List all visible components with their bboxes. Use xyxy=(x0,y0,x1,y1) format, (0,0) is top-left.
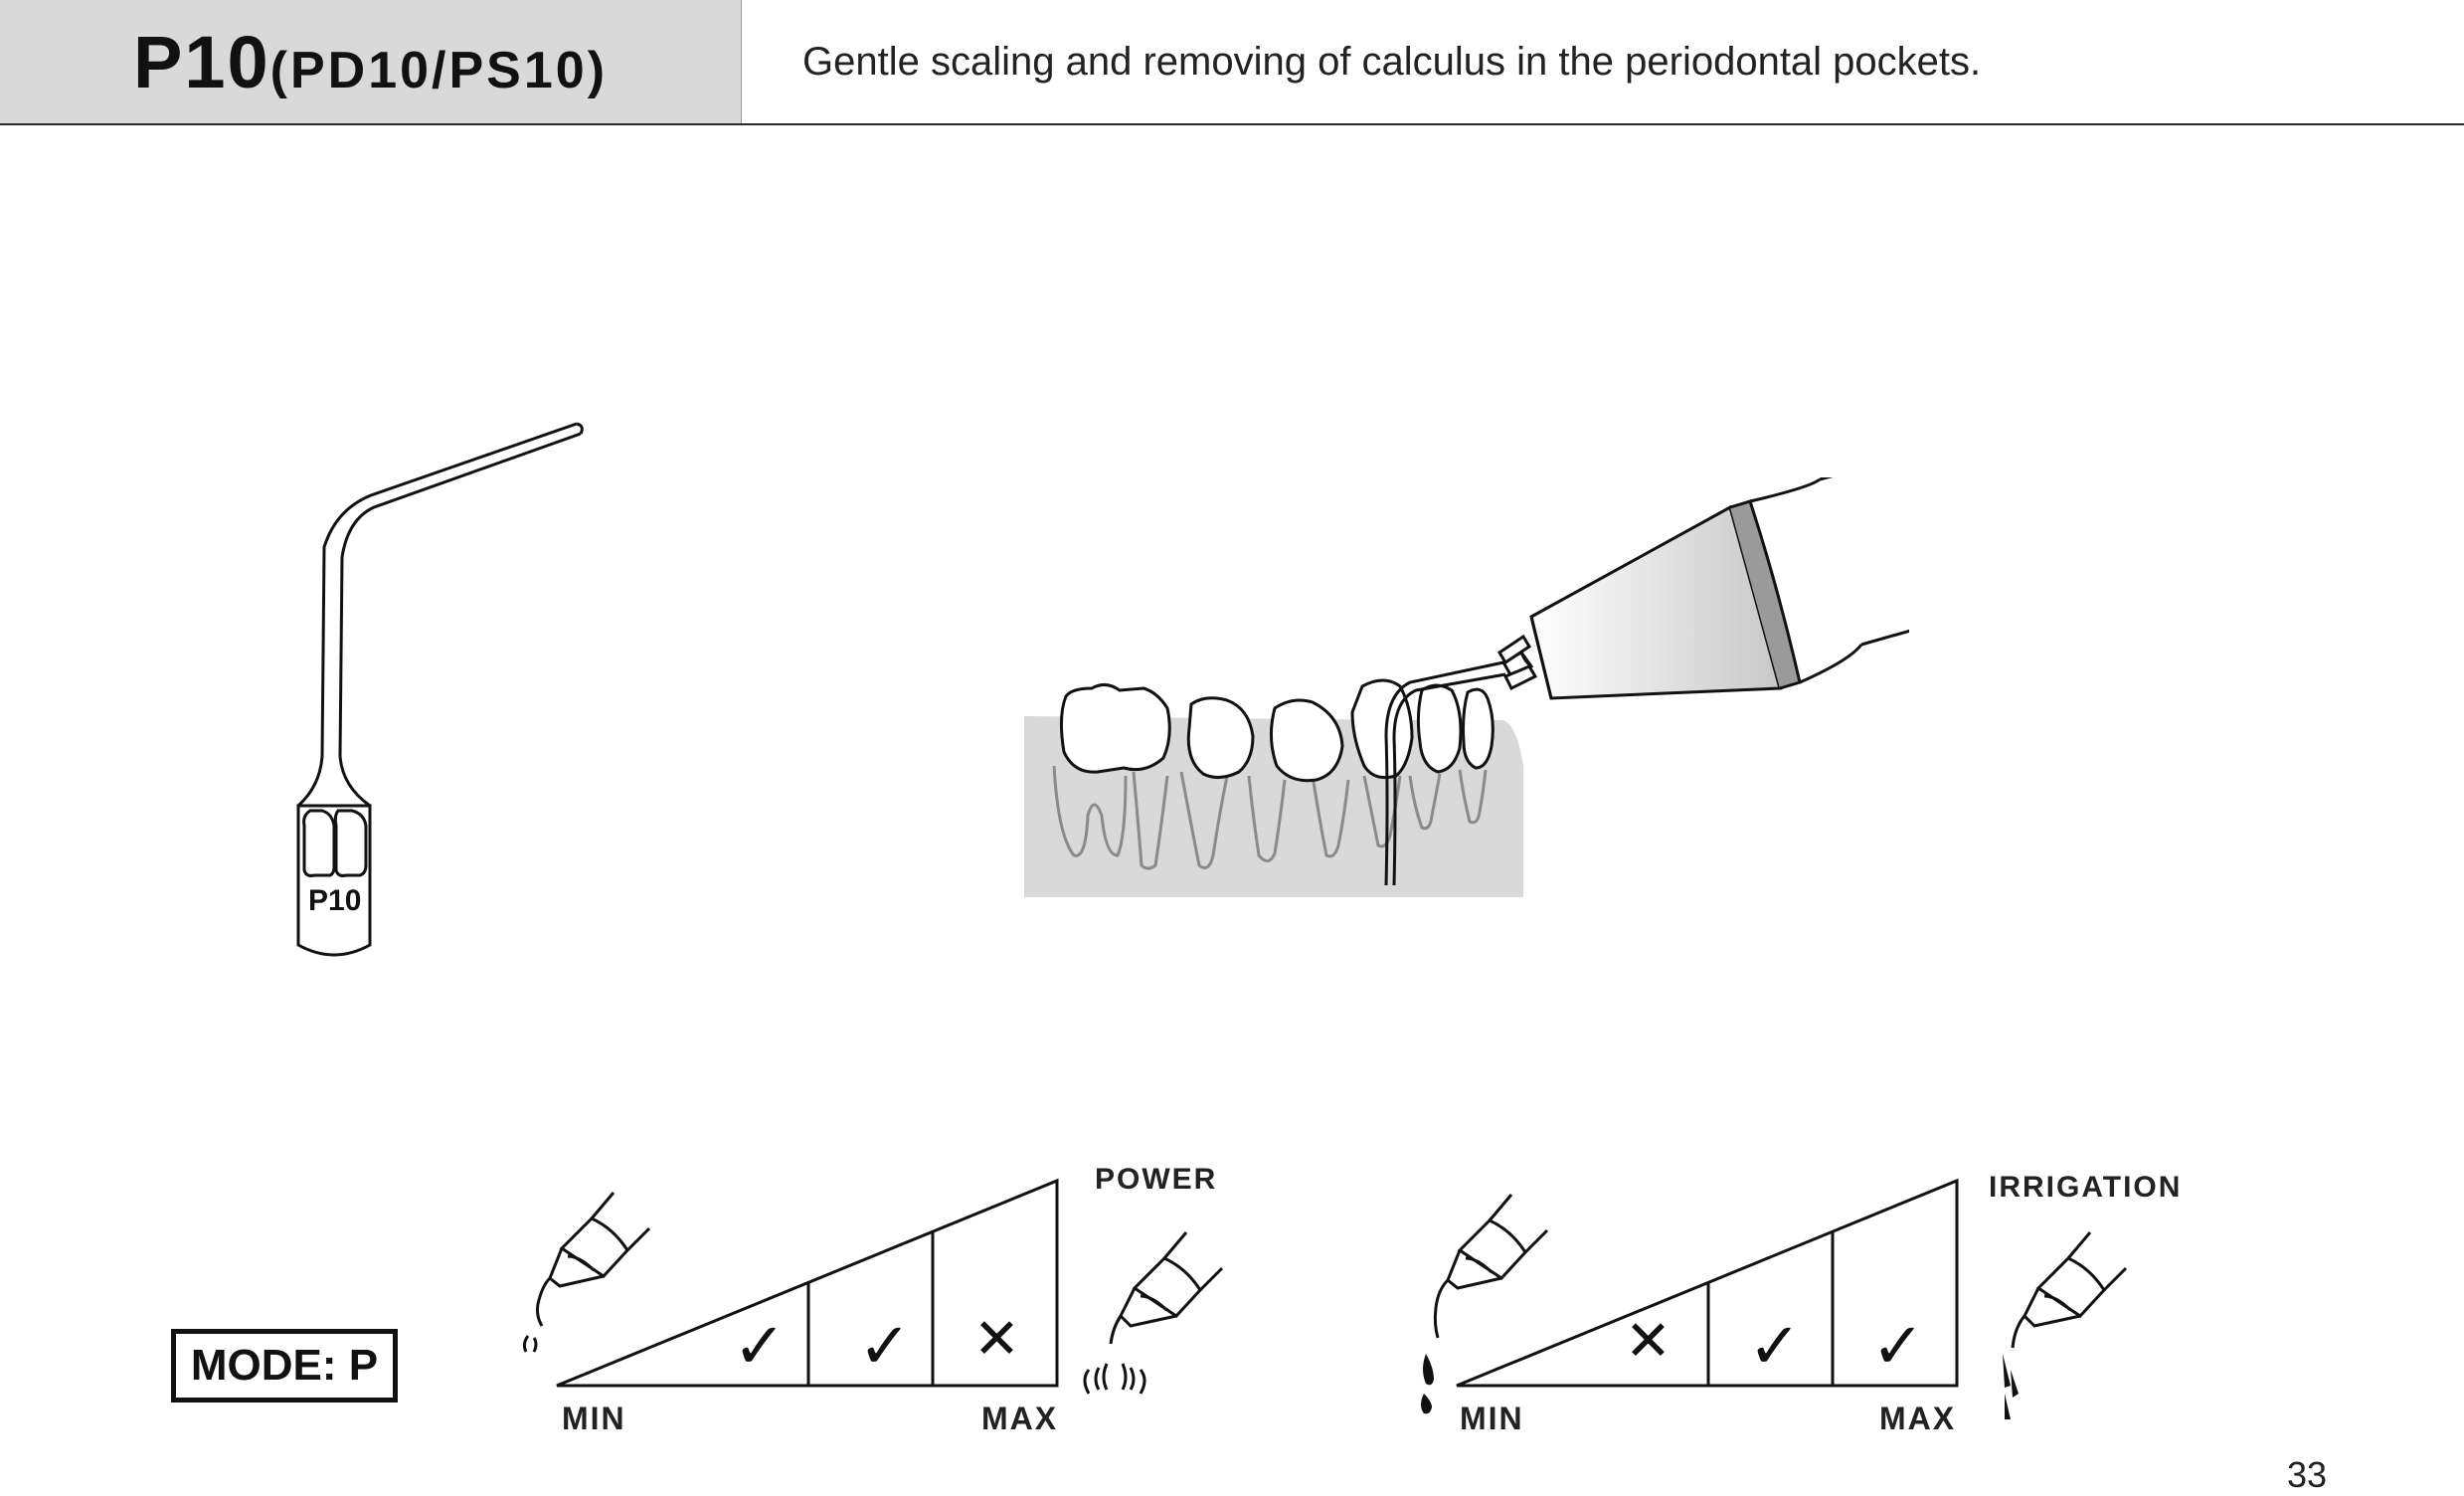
irrigation-level-2: ✓ xyxy=(1748,1310,1802,1382)
irrigation-level-1: ✕ xyxy=(1625,1309,1672,1372)
tip-label: P10 xyxy=(308,884,361,917)
tip-description: Gentle scaling and removing of calculus … xyxy=(802,40,1982,84)
irrigation-title: IRRIGATION xyxy=(1989,1171,2182,1204)
model-code: P10 xyxy=(132,20,270,103)
page-number: 33 xyxy=(2287,1454,2328,1495)
scaler-tip-illustration: P10 xyxy=(296,422,584,957)
handpiece-band xyxy=(1729,499,1802,690)
model-variants: (PD10/PS10) xyxy=(269,41,609,99)
irrigation-min-label: MIN xyxy=(1460,1401,1524,1436)
power-level-3: ✕ xyxy=(973,1307,1020,1370)
header-model-box: P10(PD10/PS10) xyxy=(0,0,742,123)
teeth-handpiece-illustration xyxy=(1024,477,1909,897)
irrigation-max-label: MAX xyxy=(1879,1401,1956,1436)
power-level-1: ✓ xyxy=(733,1310,787,1382)
model-title: P10(PD10/PS10) xyxy=(133,20,608,104)
irrigation-max-handpiece-icon xyxy=(2011,1231,2128,1349)
header-rule xyxy=(0,123,2464,125)
power-level-2: ✓ xyxy=(858,1310,912,1382)
power-max-handpiece-icon xyxy=(1083,1231,1224,1395)
power-max-label: MAX xyxy=(981,1401,1058,1436)
irrigation-chart: ✕ ✓ ✓ MIN MAX IRRIGATION xyxy=(1421,1171,2182,1436)
irrigation-min-handpiece-icon xyxy=(1433,1194,1549,1339)
power-min-handpiece-icon xyxy=(522,1192,651,1353)
power-title: POWER xyxy=(1095,1163,1217,1196)
power-min-label: MIN xyxy=(562,1401,626,1436)
power-chart: ✓ ✓ ✕ MIN MAX POWER xyxy=(522,1163,1224,1436)
irrigation-level-3: ✓ xyxy=(1871,1310,1925,1382)
mode-badge: MODE: P xyxy=(171,1329,398,1402)
